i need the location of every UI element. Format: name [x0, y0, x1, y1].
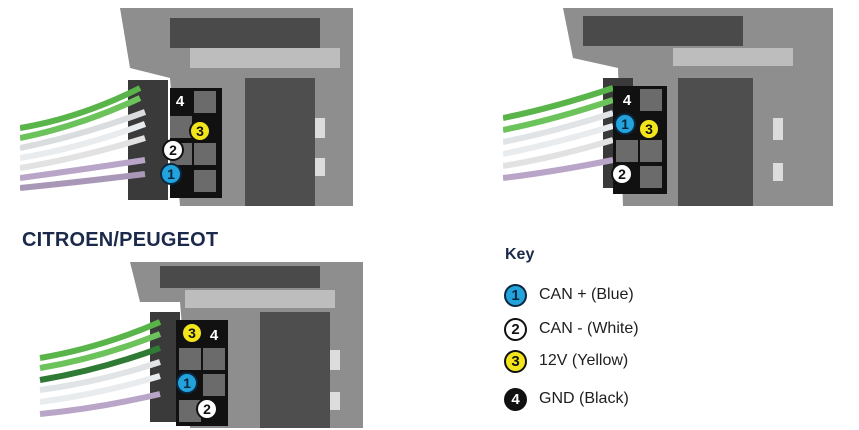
svg-text:2: 2: [169, 142, 177, 158]
connector-photo-bottom-left: 3 4 1 2: [20, 262, 363, 428]
pin-badge-1: 1: [614, 113, 636, 135]
key-item-label: GND (Black): [539, 390, 629, 407]
svg-text:1: 1: [183, 375, 191, 391]
svg-text:4: 4: [176, 93, 185, 110]
pin-badge-4: 4: [176, 93, 185, 110]
svg-text:3: 3: [188, 325, 196, 341]
connector-photo-top-right: 4 1 3 2: [503, 8, 833, 206]
key-item-gnd: 4 GND (Black): [504, 386, 629, 412]
key-item-label: CAN + (Blue): [539, 286, 634, 303]
black-pin-icon: 4: [504, 387, 527, 411]
section-title: CITROEN/PEUGEOT: [22, 229, 219, 251]
white-pin-icon: 2: [504, 317, 527, 341]
key-item-label: 12V (Yellow): [539, 352, 629, 369]
yellow-pin-icon: 3: [504, 349, 527, 373]
blue-pin-icon: 1: [504, 283, 527, 307]
pin-badge-3: 3: [638, 118, 660, 140]
pin-badge-3: 3: [181, 322, 203, 344]
connector-photo-top-left: 4 3 2 1: [20, 8, 353, 206]
svg-text:2: 2: [618, 166, 626, 182]
svg-text:4: 4: [210, 327, 219, 344]
pin-badge-2: 2: [196, 398, 218, 420]
key-item-can-plus: 1 CAN + (Blue): [504, 282, 634, 308]
svg-text:1: 1: [621, 116, 629, 132]
pin-badge-3: 3: [189, 120, 211, 142]
svg-text:4: 4: [623, 92, 632, 109]
key-item-can-minus: 2 CAN - (White): [504, 316, 639, 342]
key-title: Key: [505, 246, 535, 263]
svg-text:1: 1: [167, 166, 175, 182]
pin-badge-1: 1: [160, 163, 182, 185]
svg-text:2: 2: [203, 401, 211, 417]
pin-badge-2: 2: [611, 163, 633, 185]
pin-badge-4: 4: [623, 92, 632, 109]
key-item-label: CAN - (White): [539, 320, 639, 337]
key-item-12v: 3 12V (Yellow): [504, 348, 628, 374]
pin-badge-1: 1: [176, 372, 198, 394]
svg-text:3: 3: [645, 121, 653, 137]
svg-text:3: 3: [196, 123, 204, 139]
pin-badge-2: 2: [162, 139, 184, 161]
pin-badge-4: 4: [210, 327, 219, 344]
